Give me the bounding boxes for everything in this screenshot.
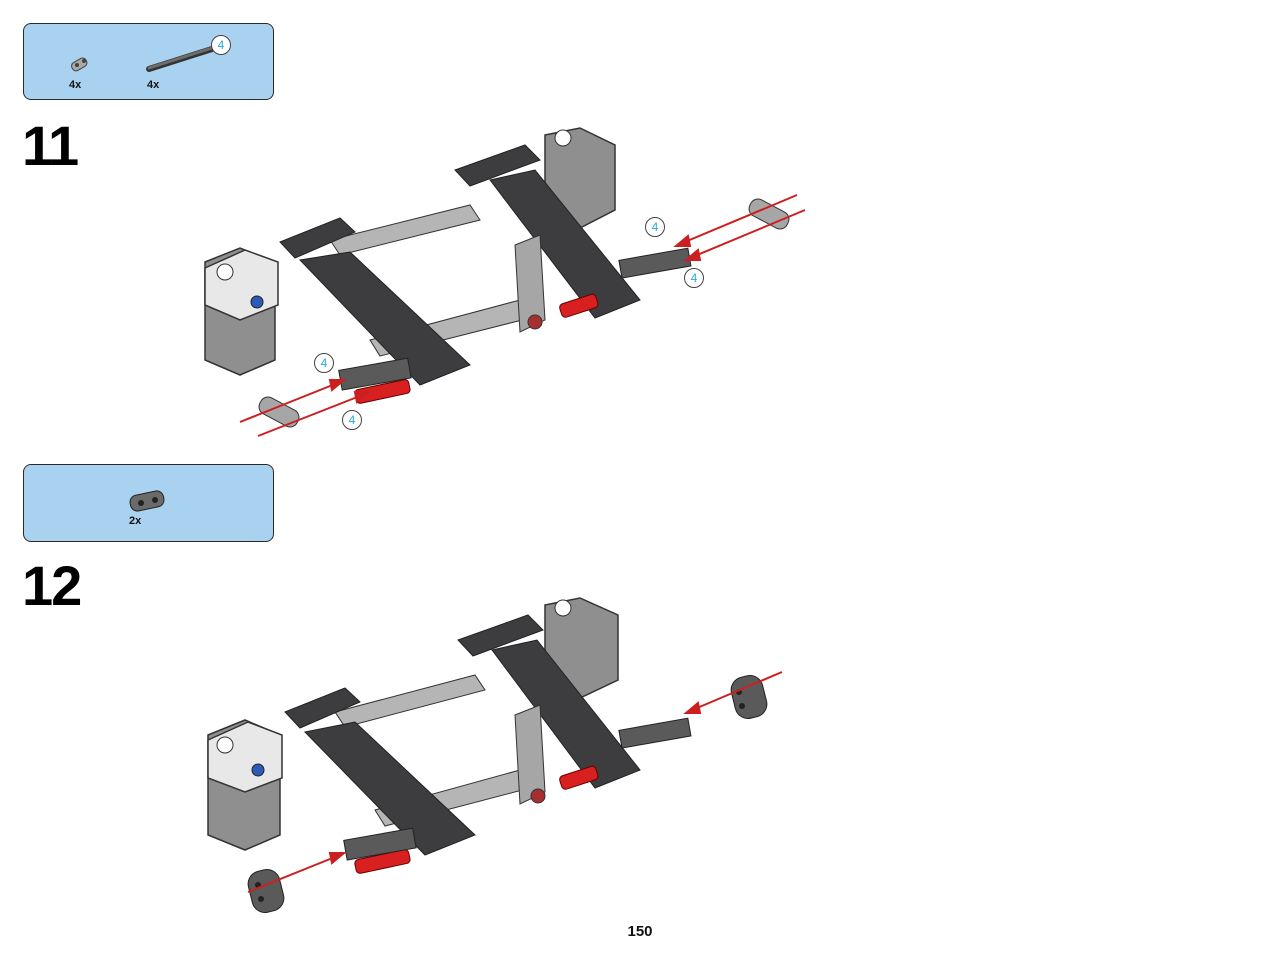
frame-bracket-right — [544, 127, 616, 229]
step-number: 11 — [22, 114, 79, 177]
frame-bracket-left — [204, 247, 279, 376]
axle-stubs — [343, 717, 692, 861]
beam-2-icon — [129, 490, 165, 512]
parts-icons — [71, 46, 215, 72]
connector-peg-icon — [71, 57, 88, 72]
part-qty: 2x — [129, 515, 142, 527]
grey-liftarm — [514, 234, 546, 333]
axle-callout: 4 — [645, 217, 665, 237]
incoming-beams — [247, 675, 768, 913]
red-pins — [354, 765, 599, 874]
part-qty: 4x — [147, 79, 160, 91]
axle-callout: 4 — [342, 410, 362, 430]
dark-beams — [279, 144, 641, 386]
page-number: 150 — [627, 923, 653, 940]
dark-beams — [284, 614, 641, 856]
part-qty: 4x — [69, 79, 82, 91]
axle-callout: 4 — [684, 268, 704, 288]
axle-length-4-icon — [146, 46, 215, 72]
frame-bracket-left — [207, 719, 283, 851]
parts-list-step-11: 4x 4x 4 — [23, 23, 274, 100]
axle-stubs — [338, 247, 692, 391]
parts-list-step-12: 2x — [23, 464, 274, 542]
step-number: 12 — [22, 554, 82, 617]
parts-icons — [129, 490, 165, 512]
axle-length-callout: 4 — [211, 35, 231, 55]
axle-callout: 4 — [314, 353, 334, 373]
assembly-arrows — [247, 671, 783, 893]
grey-liftarm — [514, 704, 546, 805]
assembly-arrows — [239, 194, 806, 437]
